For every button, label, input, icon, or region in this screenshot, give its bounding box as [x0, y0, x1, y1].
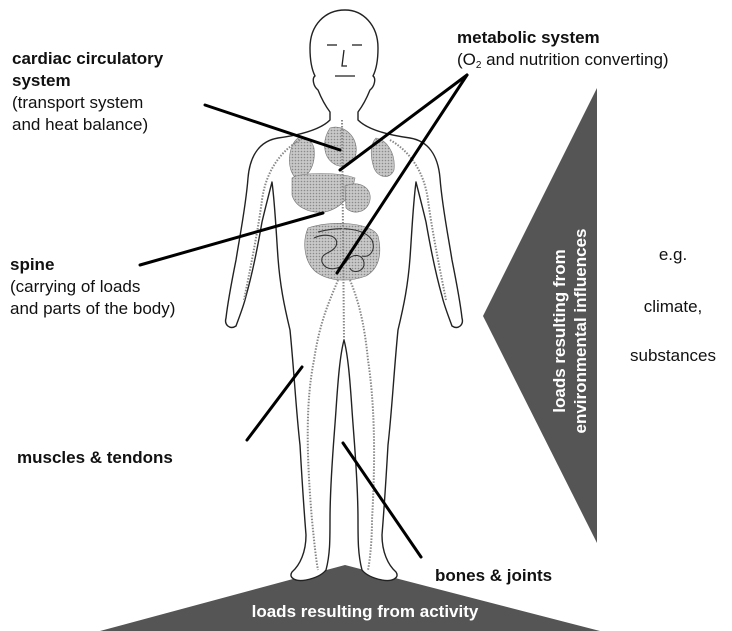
environment-example-eg: e.g. — [613, 244, 732, 266]
cardiac-title-line1: cardiac circulatory — [12, 49, 163, 68]
cardiac-desc-line1: (transport system — [12, 93, 143, 112]
cardiac-desc-line2: and heat balance) — [12, 115, 148, 134]
cardiac-title-line2: system — [12, 71, 71, 90]
environment-label-line1: loads resulting from — [550, 249, 569, 412]
muscles-label: muscles & tendons — [17, 447, 173, 469]
spine-desc-line1: (carrying of loads — [10, 277, 140, 296]
spine-desc-line2: and parts of the body) — [10, 299, 175, 318]
spine-title: spine — [10, 255, 54, 274]
cardiac-label: cardiac circulatory system (transport sy… — [12, 48, 163, 136]
metabolic-desc-suffix: and nutrition converting) — [481, 50, 668, 69]
metabolic-title: metabolic system — [457, 28, 600, 47]
muscles-title: muscles & tendons — [17, 448, 173, 467]
environment-example-climate: climate, — [613, 296, 732, 318]
environment-label: loads resulting from environmental influ… — [549, 229, 591, 434]
muscles-leader-line — [247, 367, 302, 440]
bones-label: bones & joints — [435, 565, 552, 587]
metabolic-label: metabolic system (O2 and nutrition conve… — [457, 27, 669, 77]
bones-title: bones & joints — [435, 566, 552, 585]
stomach — [345, 184, 370, 212]
activity-label: loads resulting from activity — [160, 601, 570, 623]
spine-label: spine (carrying of loads and parts of th… — [10, 254, 175, 320]
environment-label-line2: environmental influences — [571, 229, 590, 434]
environment-example-substances: substances — [613, 345, 732, 367]
metabolic-desc-prefix: (O — [457, 50, 476, 69]
